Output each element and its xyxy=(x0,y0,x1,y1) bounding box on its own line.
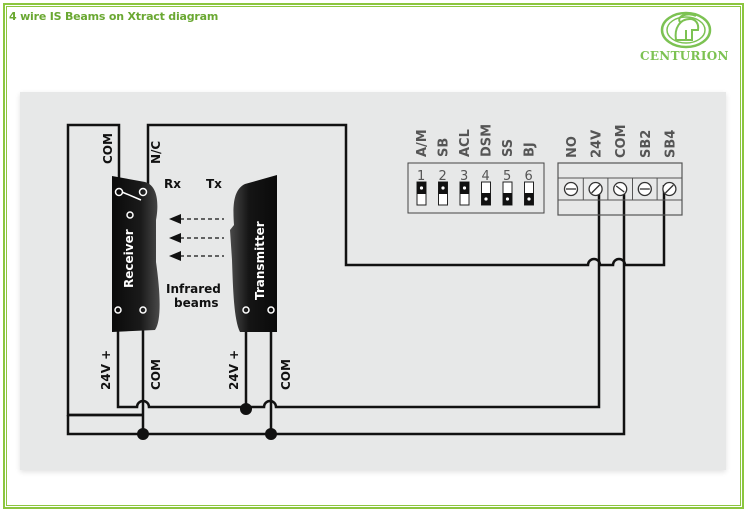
dip-switch-label: BJ xyxy=(523,142,538,157)
terminal-no: NO xyxy=(563,136,580,197)
terminal-label: COM xyxy=(614,124,629,158)
tx-tag: Tx xyxy=(206,177,222,191)
dip-switch-block: A/M 1 SB 2 ACL 3 DSM 4 SS 5 BJ 6 xyxy=(407,124,545,214)
brand-name: CENTURION xyxy=(640,49,729,63)
terminal-label: 24V xyxy=(590,130,605,158)
terminal-sb2: SB2 xyxy=(632,130,654,200)
junction-dot xyxy=(265,428,277,440)
beam-arrow xyxy=(169,251,181,261)
rx-24v-label: 24V + xyxy=(99,350,113,390)
dip-switch-label: SB xyxy=(437,138,452,157)
receiver-unit: Receiver xyxy=(112,176,160,332)
dip-switch-number: 4 xyxy=(482,169,490,184)
junction-dot xyxy=(137,428,149,440)
wire-rx-nc-sb4 xyxy=(146,123,666,267)
terminal-sb4: SB4 xyxy=(656,130,678,200)
wire-com-bus xyxy=(66,185,626,436)
beams-label-2: beams xyxy=(174,296,218,310)
terminal-label: SB2 xyxy=(639,130,654,158)
centurion-helmet-icon xyxy=(660,11,712,49)
dip-switch-2: SB 2 xyxy=(437,138,452,206)
dip-switch-number: 2 xyxy=(439,169,447,184)
dip-switch-label: SS xyxy=(501,139,516,157)
dip-switch-3: ACL 3 xyxy=(458,129,473,206)
junctions xyxy=(137,403,277,440)
receiver-nc-label: N/C xyxy=(149,141,163,164)
tx-com-label: COM xyxy=(279,359,293,390)
dip-switch-label: A/M xyxy=(415,129,430,157)
dip-switch-4: DSM 4 xyxy=(480,124,495,206)
rx-tag: Rx xyxy=(164,177,181,191)
dip-switch-6: BJ 6 xyxy=(523,142,538,206)
dip-switch-number: 3 xyxy=(460,169,468,184)
junction-dot xyxy=(240,403,252,415)
transmitter-unit: Transmitter xyxy=(230,175,277,332)
terminal-com: COM xyxy=(607,124,629,200)
dip-switch-number: 5 xyxy=(503,169,511,184)
beam-arrow xyxy=(169,233,181,243)
dip-switch-1: A/M 1 xyxy=(415,129,430,206)
dip-switch-number: 1 xyxy=(417,169,425,184)
tx-24v-label: 24V + xyxy=(227,350,241,390)
diagram-title: 4 wire IS Beams on Xtract diagram xyxy=(9,10,219,23)
transmitter-label: Transmitter xyxy=(253,221,267,300)
rx-com-bottom-label: COM xyxy=(149,359,163,390)
dip-switch-label: ACL xyxy=(458,129,473,157)
wire-24v-bus-2 xyxy=(246,185,601,409)
beams-label-1: Infrared xyxy=(166,282,221,296)
terminal-label: NO xyxy=(565,136,580,158)
terminal-block: NO 24V COM SB2 SB4 xyxy=(557,124,683,216)
terminal-label: SB4 xyxy=(663,130,678,158)
dip-switch-number: 6 xyxy=(525,169,533,184)
wires xyxy=(66,123,666,436)
infrared-beams xyxy=(169,214,224,261)
dip-switch-5: SS 5 xyxy=(501,139,516,206)
dip-switch-label: DSM xyxy=(480,124,495,157)
inner-frame xyxy=(6,6,741,506)
outer-frame xyxy=(3,3,744,509)
receiver-com-label: COM xyxy=(101,133,115,164)
receiver-label: Receiver xyxy=(122,229,136,288)
beam-arrow xyxy=(169,214,181,224)
terminal-24v: 24V xyxy=(582,130,605,200)
